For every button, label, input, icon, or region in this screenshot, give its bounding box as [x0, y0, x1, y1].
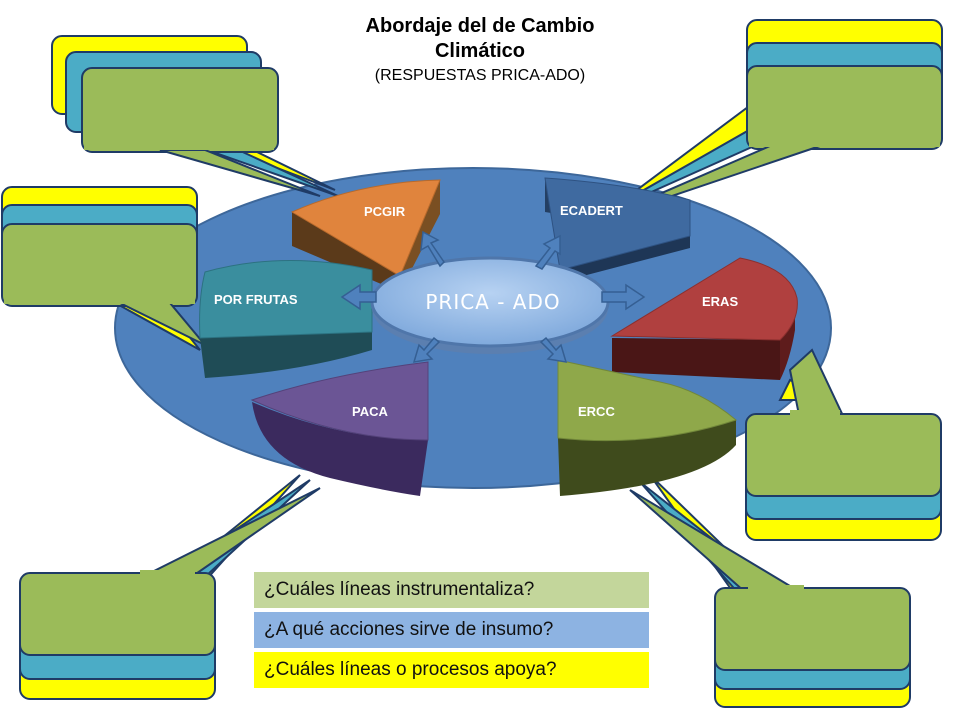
segment-label-ecadert: ECADERT: [560, 203, 623, 218]
segment-label-por-frutas: POR FRUTAS: [214, 292, 298, 307]
hub-label: PRICA - ADO: [425, 290, 560, 314]
callout-bottom-right: [629, 474, 911, 708]
hub: PRICA - ADO: [370, 256, 610, 354]
arrow-to-pcgir-icon: [420, 230, 445, 268]
segment-por-frutas: POR FRUTAS: [199, 260, 373, 378]
segment-label-eras: ERAS: [702, 294, 738, 309]
arrow-to-eras-icon: [601, 283, 646, 311]
callout-top-right: [594, 19, 943, 223]
segment-eras: ERAS: [610, 257, 798, 380]
segment-ecadert: ECADERT: [544, 177, 691, 282]
arrow-to-ercc-icon: [539, 336, 568, 363]
segment-label-paca: PACA: [352, 404, 388, 419]
title-block: Abordaje del de Cambio Climático (RESPUE…: [310, 14, 650, 87]
arrow-to-por-frutas-icon: [340, 283, 377, 311]
hub-arrows: [340, 230, 646, 363]
arrow-to-ecadert-icon: [534, 234, 561, 270]
segment-paca: PACA: [250, 361, 429, 496]
callout-right: [745, 348, 942, 541]
callout-top-left: [51, 35, 339, 197]
segment-ercc: ERCC: [557, 359, 738, 496]
callout-bottom-left: [19, 474, 321, 700]
legend-yellow-row: ¿Cuáles líneas o procesos apoya?: [254, 652, 649, 688]
segment-label-pcgir: PCGIR: [364, 204, 406, 219]
diagram-title-line2: Climático: [434, 40, 526, 62]
legend-blue-row: ¿A qué acciones sirve de insumo?: [254, 612, 649, 648]
diagram-title-line1: Abordaje del de Cambio: [365, 15, 595, 37]
callout-left: [1, 186, 206, 351]
diagram-subtitle: (RESPUESTAS PRICA-ADO): [374, 67, 586, 84]
segment-label-ercc: ERCC: [578, 404, 615, 419]
legend-green-row: ¿Cuáles líneas instrumentaliza?: [254, 572, 649, 608]
segment-pcgir: PCGIR: [290, 179, 441, 292]
arrow-to-paca-icon: [412, 336, 441, 363]
